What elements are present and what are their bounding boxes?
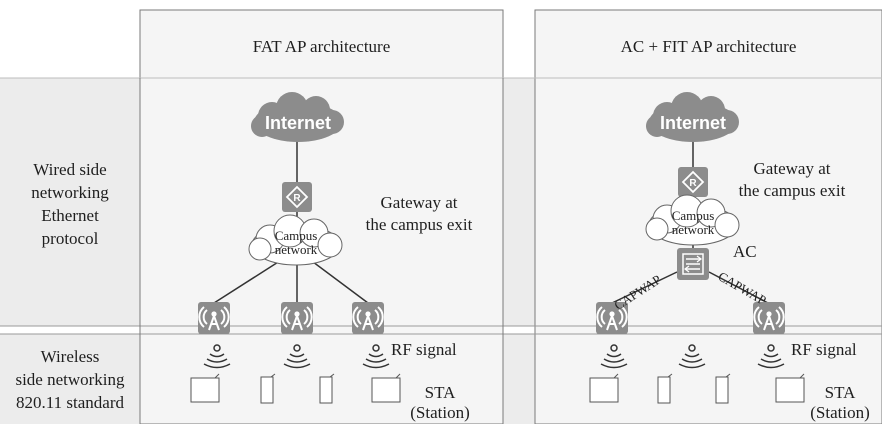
fat-sta-icon-2 — [260, 373, 276, 404]
fit-gateway-label-2: the campus exit — [738, 181, 846, 200]
fit-campus-label-1: Campus — [672, 208, 715, 223]
fit-ap-icon-2 — [752, 301, 786, 335]
fat-ap-icon-1 — [197, 301, 231, 335]
fat-sta-icon-4 — [371, 373, 401, 403]
fat-ap-icon-3 — [351, 301, 385, 335]
fat-sta-label-1: STA — [424, 383, 456, 402]
fat-gateway-label-2: the campus exit — [365, 215, 473, 234]
wired-row-label-1: Wired side — [33, 160, 107, 179]
fit-rf-signal-label: RF signal — [791, 340, 857, 359]
fat-sta-icon-3 — [319, 373, 335, 404]
fat-column — [139, 9, 504, 424]
fit-sta-label-2: (Station) — [810, 403, 870, 422]
fat-router-icon — [281, 181, 313, 213]
fat-gateway-label-1: Gateway at — [380, 193, 458, 212]
wired-row-label-3: Ethernet — [41, 206, 99, 225]
fit-column-header: AC + FIT AP architecture — [620, 37, 797, 56]
fit-sta-label-1: STA — [824, 383, 856, 402]
fit-sta-icon-3 — [715, 373, 731, 404]
wireless-row-label-1: Wireless — [40, 347, 100, 366]
wireless-row-label-2: side networking — [15, 370, 125, 389]
fit-campus-label-2: network — [672, 222, 715, 237]
fat-campus-label-1: Campus — [275, 228, 318, 243]
ac-label: AC — [733, 242, 757, 261]
fat-ap-icon-2 — [280, 301, 314, 335]
ac-controller-icon — [677, 248, 709, 280]
fit-gateway-label-1: Gateway at — [753, 159, 831, 178]
fit-sta-icon-1 — [589, 373, 619, 403]
wired-row-label-2: networking — [31, 183, 109, 202]
fat-sta-icon-1 — [190, 373, 220, 403]
fit-internet-label: Internet — [660, 113, 726, 133]
wireless-row-label-3: 820.11 standard — [16, 393, 124, 412]
fat-internet-label: Internet — [265, 113, 331, 133]
fit-sta-icon-2 — [657, 373, 673, 404]
fit-router-icon — [677, 166, 709, 198]
fat-column-header: FAT AP architecture — [252, 37, 391, 56]
wired-row-label-4: protocol — [41, 229, 99, 248]
fat-campus-label-2: network — [275, 242, 318, 257]
fat-rf-signal-label: RF signal — [391, 340, 457, 359]
fat-sta-label-2: (Station) — [410, 403, 470, 422]
